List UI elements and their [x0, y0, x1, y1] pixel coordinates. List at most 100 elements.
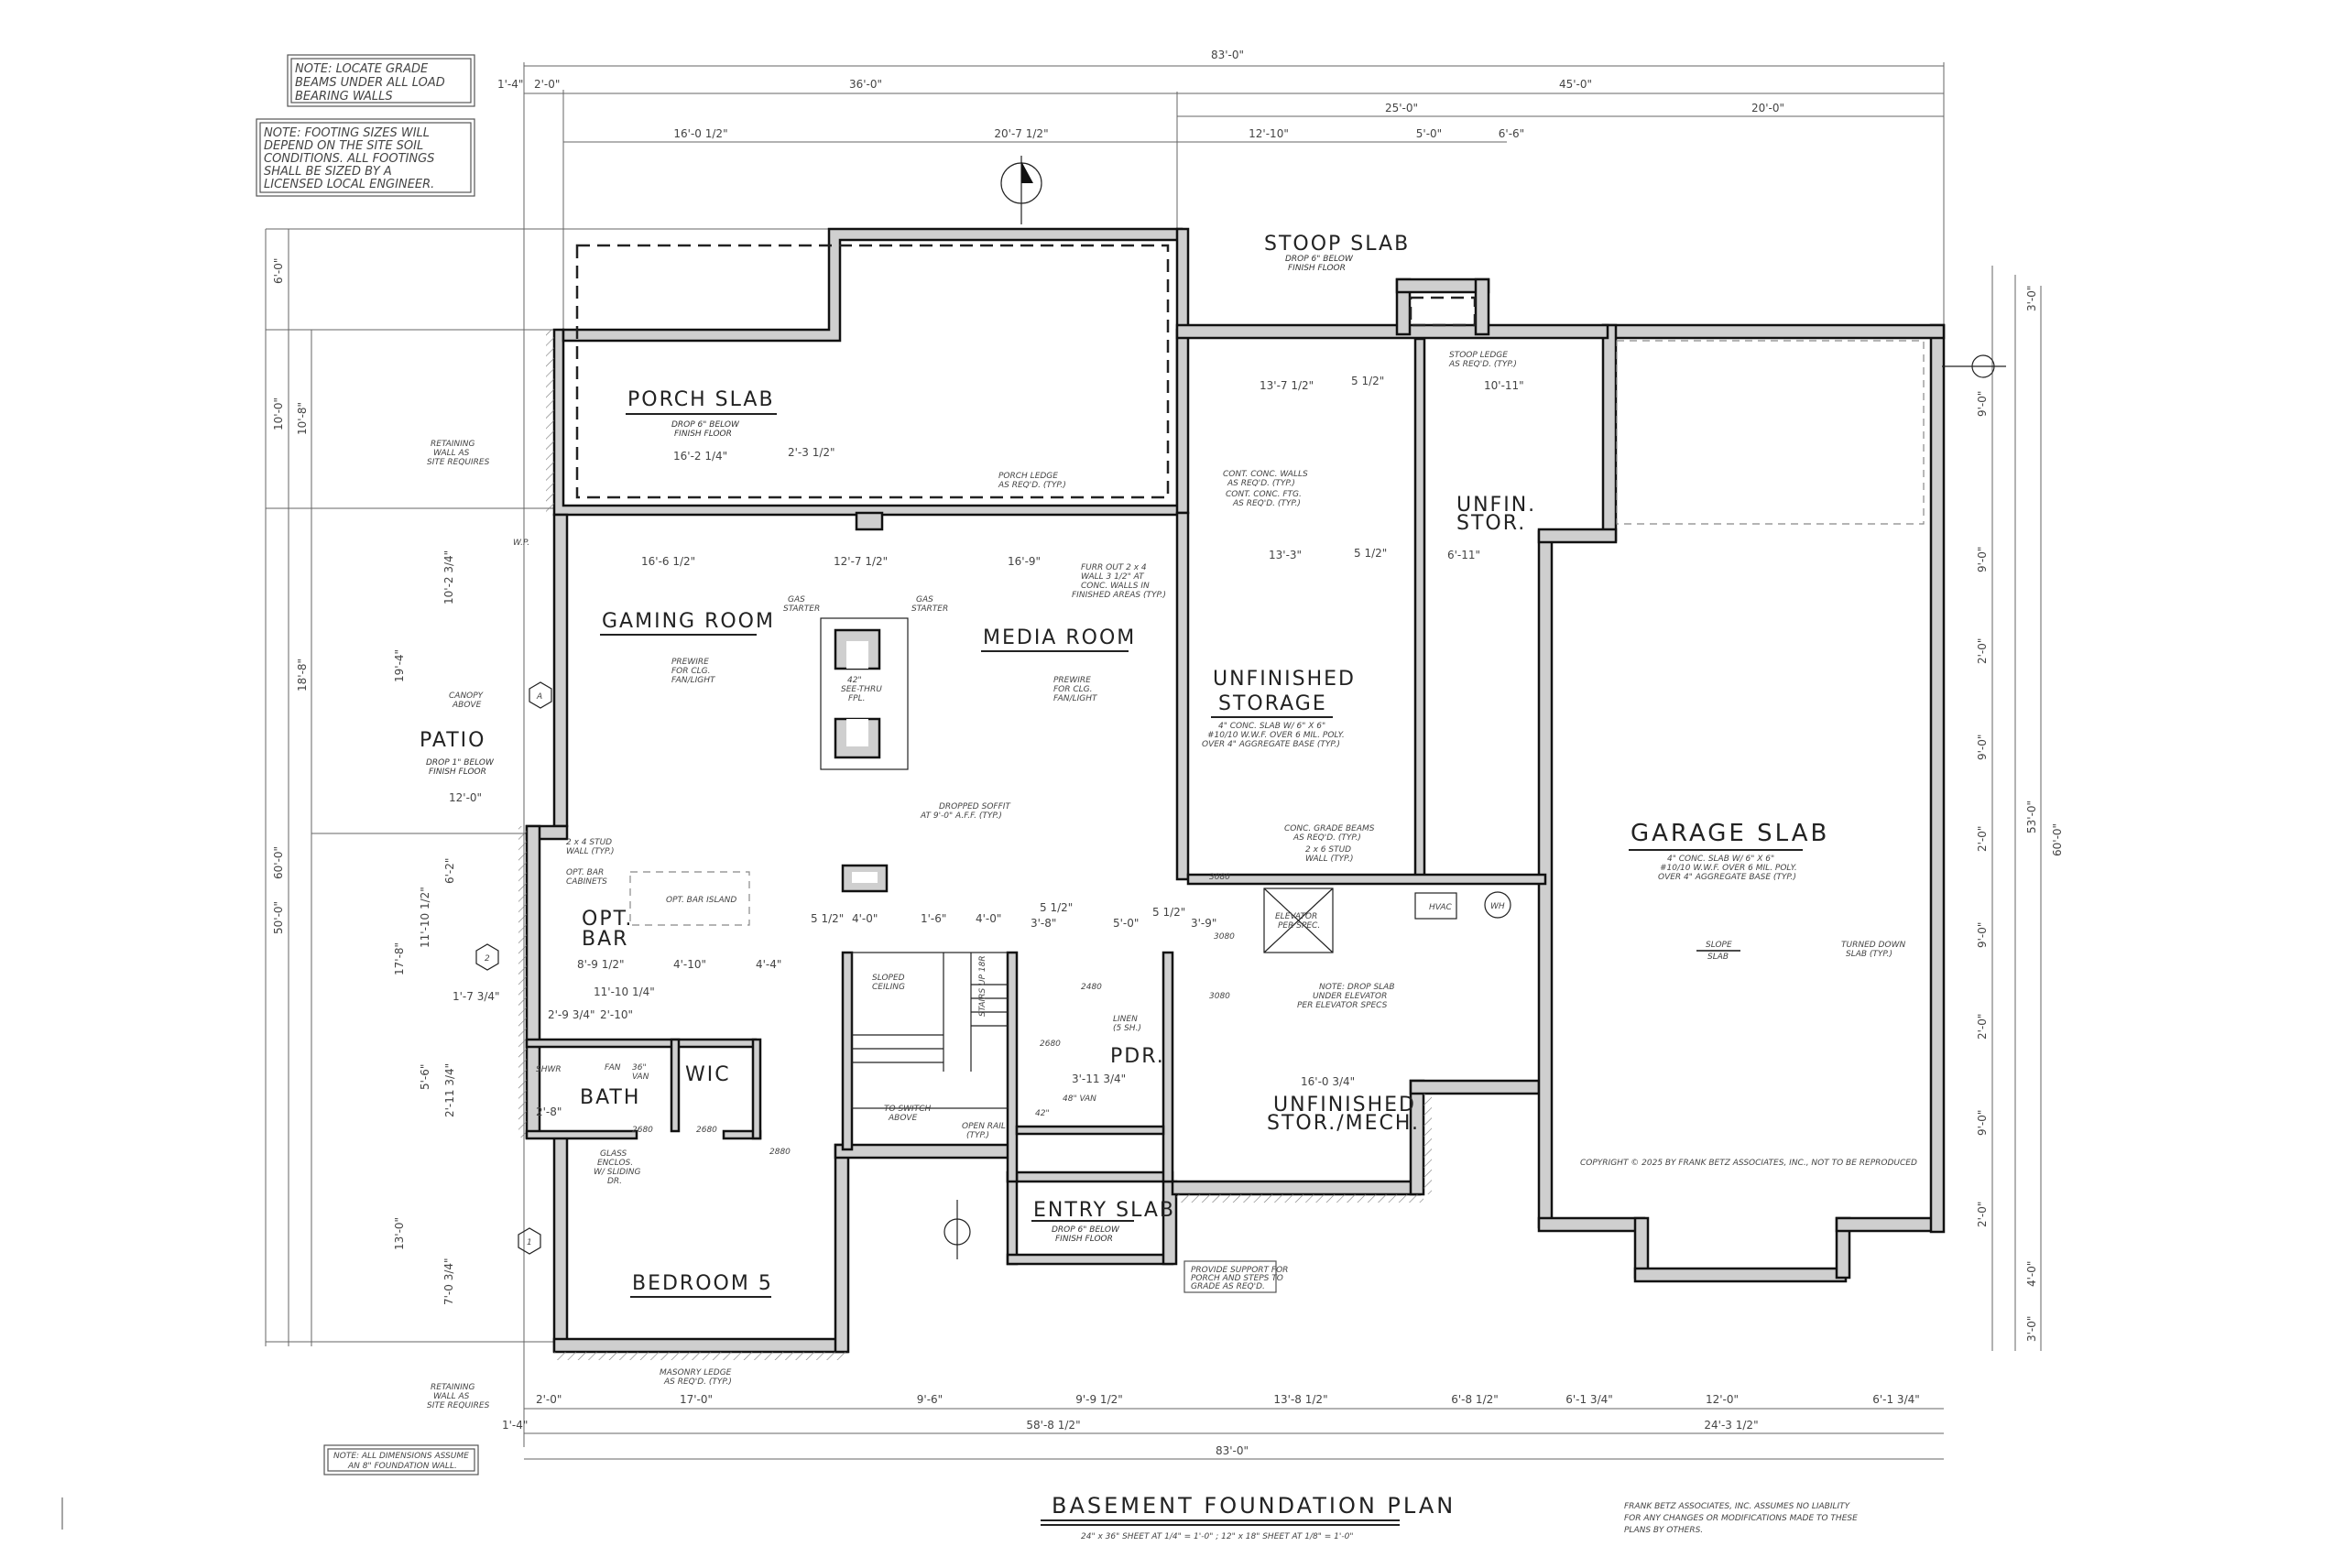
svg-text:OPEN RAIL: OPEN RAIL: [962, 1122, 1006, 1131]
svg-text:STARTER: STARTER: [911, 604, 948, 614]
svg-text:AS REQ'D. (TYP.): AS REQ'D. (TYP.): [1232, 499, 1301, 508]
svg-text:UNDER ELEVATOR: UNDER ELEVATOR: [1313, 992, 1387, 1001]
svg-text:2480: 2480: [1081, 983, 1102, 992]
svg-text:13'-7 1/2": 13'-7 1/2": [1260, 379, 1314, 392]
svg-text:AS REQ'D. (TYP.): AS REQ'D. (TYP.): [1448, 360, 1517, 369]
svg-text:36'-0": 36'-0": [849, 78, 882, 91]
room-gaming: GAMING ROOM 16'-6 1/2" 12'-7 1/2" 16'-9"…: [600, 555, 1041, 821]
svg-text:W.P.: W.P.: [513, 539, 529, 548]
svg-text:3080: 3080: [1209, 992, 1230, 1001]
room-patio: PATIO DROP 1" BELOW FINISH FLOOR RETAINI…: [420, 440, 529, 777]
svg-text:2 x 4 STUD: 2 x 4 STUD: [566, 838, 612, 847]
svg-text:10'-0": 10'-0": [272, 397, 285, 430]
svg-text:TURNED DOWN: TURNED DOWN: [1841, 941, 1905, 950]
svg-text:OPT.: OPT.: [582, 908, 633, 931]
note-dimensions: NOTE: ALL DIMENSIONS ASSUME AN 8" FOUNDA…: [323, 1444, 479, 1475]
svg-text:3'-0": 3'-0": [2025, 1316, 2038, 1342]
svg-text:DROPPED SOFFIT: DROPPED SOFFIT: [939, 802, 1011, 811]
svg-text:3'-8": 3'-8": [1031, 917, 1056, 930]
bottom-dimensions: 2'-0" 17'-0" 9'-6" 9'-9 1/2" 13'-8 1/2" …: [502, 1393, 1944, 1460]
svg-text:9'-0": 9'-0": [1976, 1110, 1989, 1136]
window-tags: A 2 1: [475, 681, 552, 1255]
svg-text:AS REQ'D. (TYP.): AS REQ'D. (TYP.): [1227, 479, 1295, 488]
svg-text:ENTRY SLAB: ENTRY SLAB: [1033, 1199, 1175, 1222]
svg-text:UNFINISHED: UNFINISHED: [1213, 668, 1356, 691]
room-unfin-stor: UNFIN. STOR.: [1456, 494, 1536, 535]
svg-text:8'-9 1/2": 8'-9 1/2": [577, 958, 625, 971]
svg-text:58'-8 1/2": 58'-8 1/2": [1026, 1419, 1080, 1432]
svg-text:FINISHED AREAS (TYP.): FINISHED AREAS (TYP.): [1072, 591, 1166, 600]
svg-text:WALL (TYP.): WALL (TYP.): [566, 847, 615, 856]
svg-text:4'-4": 4'-4": [756, 958, 781, 971]
plan-title: BASEMENT FOUNDATION PLAN: [1052, 1493, 1456, 1519]
room-bath: BATH SHWR 36" VAN FAN 2'-8" GLASS ENCLOS…: [536, 1063, 653, 1186]
svg-text:MASONRY LEDGE: MASONRY LEDGE: [660, 1368, 732, 1377]
svg-text:NOTE: FOOTING SIZES WILL: NOTE: FOOTING SIZES WILL: [264, 126, 430, 140]
svg-text:TO SWITCH: TO SWITCH: [884, 1105, 931, 1114]
svg-text:5'-0": 5'-0": [1416, 127, 1442, 140]
svg-text:STOOP SLAB: STOOP SLAB: [1264, 233, 1410, 256]
svg-text:WIC: WIC: [685, 1063, 731, 1086]
svg-text:16'-9": 16'-9": [1008, 555, 1041, 568]
svg-text:6'-6": 6'-6": [1499, 127, 1524, 140]
svg-text:16'-6 1/2": 16'-6 1/2": [641, 555, 695, 568]
svg-text:SITE REQUIRES: SITE REQUIRES: [427, 458, 490, 467]
svg-text:FAN/LIGHT: FAN/LIGHT: [671, 676, 716, 685]
svg-text:50'-0": 50'-0": [272, 901, 285, 934]
svg-text:CEILING: CEILING: [872, 983, 905, 992]
svg-text:20'-7 1/2": 20'-7 1/2": [994, 127, 1048, 140]
svg-text:4'-10": 4'-10": [673, 958, 706, 971]
svg-text:BEAMS UNDER ALL LOAD: BEAMS UNDER ALL LOAD: [295, 76, 445, 90]
svg-text:2'-8": 2'-8": [536, 1105, 562, 1118]
svg-text:DROP 6" BELOW: DROP 6" BELOW: [1285, 255, 1354, 264]
svg-text:60'-0": 60'-0": [272, 846, 285, 879]
svg-text:FOR CLG.: FOR CLG.: [671, 667, 711, 676]
svg-text:12'-0": 12'-0": [1706, 1393, 1739, 1406]
svg-text:16'-2 1/4": 16'-2 1/4": [673, 450, 727, 463]
svg-text:CONT. CONC. WALLS: CONT. CONC. WALLS: [1223, 470, 1308, 479]
svg-text:FAN/LIGHT: FAN/LIGHT: [1053, 694, 1098, 703]
note-footings: NOTE: FOOTING SIZES WILL DEPEND ON THE S…: [256, 118, 475, 197]
svg-text:3'-11 3/4": 3'-11 3/4": [1072, 1073, 1126, 1085]
svg-text:1'-7 3/4": 1'-7 3/4": [453, 990, 500, 1003]
top-dimensions: 83'-0" 1'-4" 2'-0" 36'-0" 45'-0" 25'-0" …: [497, 49, 1945, 1447]
svg-text:1: 1: [527, 1238, 532, 1247]
svg-text:20'-0": 20'-0": [1751, 102, 1784, 114]
svg-text:5 1/2": 5 1/2": [1354, 547, 1387, 560]
svg-text:9'-9 1/2": 9'-9 1/2": [1075, 1393, 1123, 1406]
svg-text:ENCLOS.: ENCLOS.: [597, 1159, 633, 1168]
svg-text:UNFIN.: UNFIN.: [1456, 494, 1536, 517]
svg-text:2'-10": 2'-10": [600, 1008, 633, 1021]
svg-text:LICENSED LOCAL ENGINEER.: LICENSED LOCAL ENGINEER.: [264, 178, 434, 191]
svg-text:60'-0": 60'-0": [2051, 823, 2064, 856]
svg-text:PER ELEVATOR SPECS: PER ELEVATOR SPECS: [1297, 1001, 1388, 1010]
svg-text:10'-8": 10'-8": [296, 402, 309, 435]
svg-text:BAR: BAR: [582, 928, 628, 951]
svg-text:STARTER: STARTER: [783, 604, 820, 614]
svg-text:VAN: VAN: [632, 1073, 649, 1082]
svg-text:AT 9'-0" A.F.F. (TYP.): AT 9'-0" A.F.F. (TYP.): [920, 811, 1002, 821]
svg-text:36": 36": [632, 1063, 647, 1073]
svg-text:BEARING WALLS: BEARING WALLS: [295, 90, 393, 103]
elevator: [1263, 887, 1334, 953]
svg-text:83'-0": 83'-0": [1216, 1444, 1249, 1457]
svg-text:SLOPE: SLOPE: [1706, 941, 1732, 950]
bath-wic-walls: [525, 1038, 762, 1140]
room-entry-slab: ENTRY SLAB DROP 6" BELOW FINISH FLOOR: [1031, 1199, 1175, 1244]
room-garage-slab: GARAGE SLAB 4" CONC. SLAB W/ 6" X 6" #10…: [1580, 820, 1917, 1168]
svg-text:2'-0": 2'-0": [1976, 826, 1989, 852]
svg-text:2'-0": 2'-0": [536, 1393, 562, 1406]
room-stoop-slab: STOOP SLAB DROP 6" BELOW FINISH FLOOR ST…: [1264, 233, 1517, 369]
svg-text:CABINETS: CABINETS: [566, 877, 607, 887]
svg-text:3080: 3080: [1214, 932, 1235, 942]
room-stor-mech: UNFINISHED STOR./MECH. HVAC WH ELEVATOR …: [1209, 873, 1505, 1135]
svg-text:6'-11": 6'-11": [1447, 549, 1480, 561]
svg-text:3'-9": 3'-9": [1191, 917, 1216, 930]
svg-text:OPT. BAR ISLAND: OPT. BAR ISLAND: [666, 896, 736, 905]
svg-text:ABOVE: ABOVE: [888, 1114, 918, 1123]
svg-text:2680: 2680: [632, 1126, 653, 1135]
svg-text:2880: 2880: [769, 1148, 791, 1157]
water-heater: [1484, 891, 1511, 919]
